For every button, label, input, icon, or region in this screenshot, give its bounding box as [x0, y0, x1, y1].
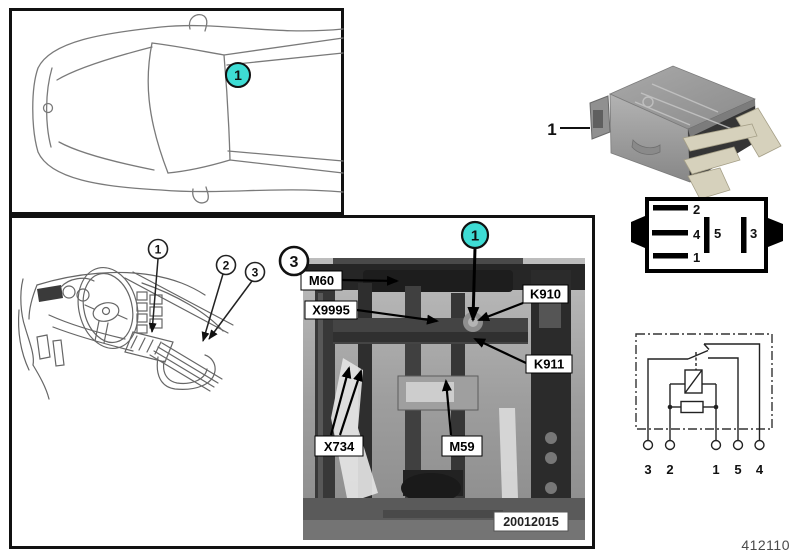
photo-label-arrows [329, 275, 527, 436]
car-top-view-drawing [32, 14, 344, 204]
svg-text:1: 1 [471, 228, 479, 245]
svg-text:M60: M60 [309, 273, 334, 288]
schematic-boundary [635, 333, 773, 430]
pin-number-2: 2 [693, 202, 700, 217]
svg-text:3: 3 [290, 254, 299, 271]
relay-callout-number: 1 [547, 120, 556, 139]
label-k911: K911 [525, 354, 573, 374]
photo-ref-badge[interactable]: 3 [278, 245, 310, 277]
hood-circle-detail [42, 102, 54, 114]
schematic-terminals [642, 439, 765, 451]
coil-symbol [684, 369, 703, 394]
pin-view-left-wing [631, 216, 645, 248]
relay-photo-figure: 1 [547, 65, 782, 200]
relay-body [609, 65, 757, 183]
pin-view-right-wing [768, 218, 783, 247]
car-top-view-panel: 1 [9, 8, 344, 215]
svg-text:1: 1 [155, 243, 162, 257]
switch-blade [687, 349, 709, 360]
pin-blade-3 [741, 217, 747, 253]
pin-blade-1 [653, 253, 688, 259]
relay-side-clip [631, 139, 661, 155]
dash-callout-2[interactable]: 2 [215, 254, 237, 276]
pedal-right [52, 339, 65, 367]
svg-text:2: 2 [223, 259, 230, 273]
svg-text:X734: X734 [324, 439, 355, 454]
relay-circuit-schematic: 3 2 1 5 4 [635, 333, 773, 477]
right-mirror [192, 186, 209, 204]
resistor-symbol [680, 400, 704, 414]
relay-top-printing [634, 83, 733, 130]
svg-text:3: 3 [252, 266, 259, 280]
label-k910: K910 [522, 284, 569, 304]
pedal-left [36, 334, 51, 360]
interior-location-panel: 1 2 3 [9, 215, 595, 549]
pin-number-5: 5 [714, 226, 721, 241]
photo-stamp: 20012015 [493, 511, 569, 532]
callout-number: 1 [234, 67, 242, 83]
photo-relay-callout-badge[interactable]: 1 [460, 220, 490, 250]
label-m59: M59 [441, 435, 483, 457]
dash-callout-arrows [148, 258, 253, 342]
terminal-label-4: 4 [756, 462, 764, 477]
top-view-relay-callout-badge[interactable]: 1 [225, 62, 251, 88]
relay-pins [682, 107, 782, 200]
svg-text:K910: K910 [530, 287, 561, 302]
relay-pin-view: 2 4 1 5 3 [631, 197, 783, 273]
terminal-label-5: 5 [734, 462, 741, 477]
pin-blade-4 [652, 230, 688, 236]
steering-wheel [77, 267, 139, 349]
seat-mechanism-photo [303, 258, 585, 540]
pin-blade-2 [653, 205, 688, 211]
label-x9995: X9995 [304, 300, 358, 320]
dash-callout-3[interactable]: 3 [244, 261, 266, 283]
pin-blade-5 [704, 217, 710, 253]
label-x734: X734 [314, 435, 364, 457]
pin-number-1: 1 [693, 250, 700, 265]
dash-speaker [37, 285, 63, 302]
dash-callout-1[interactable]: 1 [147, 238, 169, 260]
diagram-number: 412110 [741, 537, 790, 553]
pin-number-3: 3 [750, 226, 757, 241]
terminal-label-2: 2 [666, 462, 673, 477]
schematic-wiring [647, 343, 761, 441]
label-m60: M60 [300, 270, 343, 291]
svg-text:X9995: X9995 [312, 303, 350, 318]
svg-text:K911: K911 [534, 357, 564, 372]
left-mirror [188, 14, 208, 32]
svg-text:M59: M59 [449, 439, 474, 454]
callout-circle[interactable] [225, 62, 251, 88]
terminal-label-1: 1 [712, 462, 719, 477]
photo-labels: M60 X9995 K910 K911 X734 M59 [300, 270, 573, 532]
relay-callout-arrow [467, 247, 480, 322]
terminal-label-3: 3 [644, 462, 651, 477]
dashboard-drawing [17, 267, 234, 400]
top-view-panel-border [9, 8, 344, 215]
svg-text:20012015: 20012015 [503, 515, 559, 529]
pin-number-4: 4 [693, 227, 701, 242]
